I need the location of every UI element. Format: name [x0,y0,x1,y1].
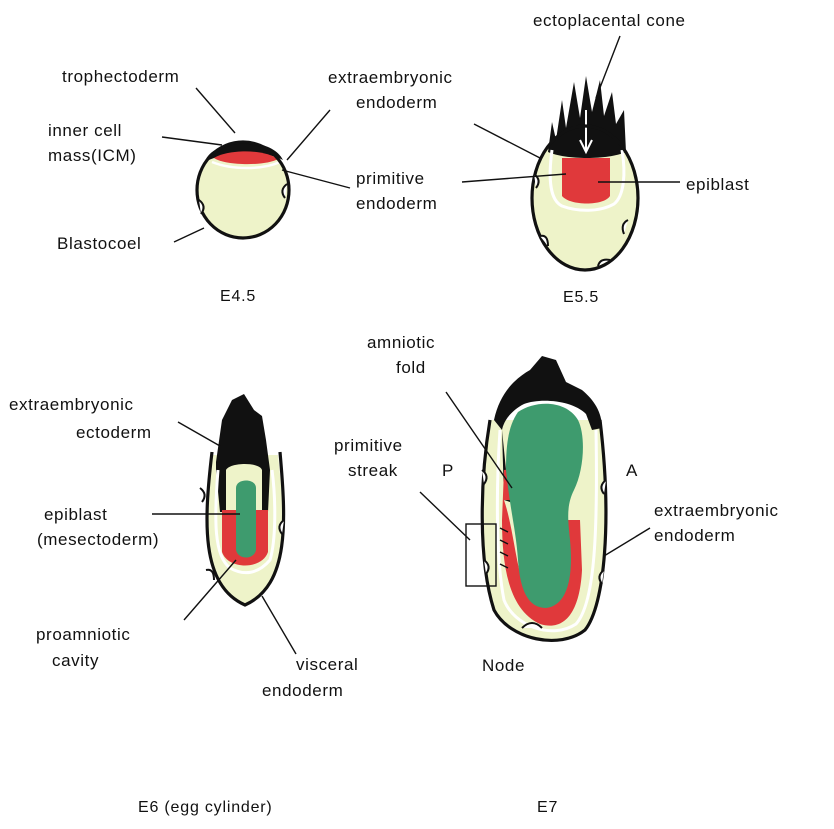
e7-xe-endoderm-leader [604,528,650,556]
e7-panel: amniotic fold primitive streak P A extra… [334,333,779,816]
e5-5-cone-label: ectoplacental cone [533,11,686,30]
shared-labels: extraembryonic endoderm primitive endode… [328,68,453,213]
extraembryonic-endoderm-label-line1: extraembryonic [328,68,453,87]
e5-5-cone-leader [596,36,620,98]
e6-bump-1 [200,488,205,502]
e6-visceral-label-line2: endoderm [262,681,343,700]
e4-5-icm-leader [162,137,222,145]
e6-visceral-leader [262,596,296,654]
e4-5-panel: trophectoderm inner cell mass(ICM) Blast… [48,67,350,305]
e7-embryo-drawing [466,356,606,640]
e7-amniotic-label-line2: fold [396,358,426,377]
e5-5-epiblast [562,158,610,204]
e5-5-xe-endoderm-leader [474,124,540,158]
e6-stage-label: E6 (egg cylinder) [138,799,273,816]
e6-xe-ectoderm-leader [178,422,220,446]
e4-5-trophectoderm-label: trophectoderm [62,67,179,86]
primitive-endoderm-label-line1: primitive [356,169,425,188]
e6-egg-cylinder-drawing [200,394,284,605]
e5-5-epiblast-label: epiblast [686,175,749,194]
e6-proamniotic-label-line2: cavity [52,651,99,670]
e4-5-blastocoel-leader [174,228,204,242]
e7-anterior-label: A [626,461,638,480]
e4-5-icm-label-line1: inner cell [48,121,122,140]
e4-5-blastocyst-drawing [197,142,289,238]
e7-streak-leader [420,492,470,540]
e4-5-stage-label: E4.5 [220,288,256,305]
e7-node-label: Node [482,656,525,675]
e5-5-stage-label: E5.5 [563,289,599,306]
extraembryonic-endoderm-label-line2: endoderm [356,93,437,112]
e4-5-primitive-endoderm-leader [282,170,350,188]
e6-epiblast-label-line2: (mesectoderm) [37,530,159,549]
e4-5-blastocoel-label: Blastocoel [57,234,141,253]
e7-xe-endoderm-label-line2: endoderm [654,526,735,545]
e6-visceral-label-line1: visceral [296,655,358,674]
e6-bump-3 [206,570,214,580]
e6-epiblast-label-line1: epiblast [44,505,107,524]
e7-xe-endoderm-label-line1: extraembryonic [654,501,779,520]
e5-5-embryo-drawing [532,76,638,270]
primitive-endoderm-label-line2: endoderm [356,194,437,213]
e7-amniotic-label-line1: amniotic [367,333,435,352]
e5-5-panel: ectoplacental cone epiblast E5.5 [462,11,749,306]
e6-proamniotic-label-line1: proamniotic [36,625,130,644]
e4-5-icm-label-line2: mass(ICM) [48,146,137,165]
e7-posterior-label: P [442,461,454,480]
e7-stage-label: E7 [537,799,558,816]
e6-panel: extraembryonic ectoderm epiblast (mesect… [9,394,358,816]
e6-epiblast-green [236,481,256,558]
e6-xe-ectoderm-label-line2: ectoderm [76,423,152,442]
e7-streak-label-line1: primitive [334,436,403,455]
e4-5-trophectoderm-leader [196,88,235,133]
e4-5-xe-endoderm-leader [287,110,330,160]
e7-streak-label-line2: streak [348,461,398,480]
e6-xe-ectoderm-label-line1: extraembryonic [9,395,134,414]
